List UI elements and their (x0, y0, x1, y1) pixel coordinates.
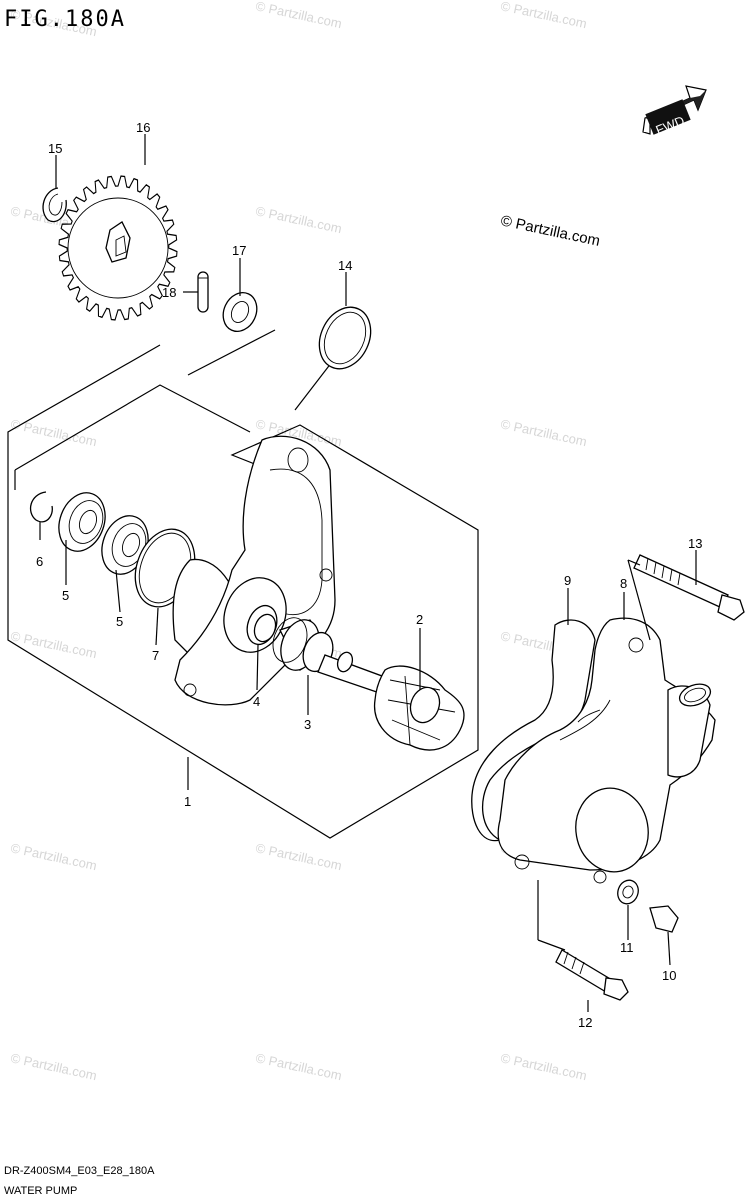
part-14-o-ring (318, 306, 372, 370)
watermark: © Partzilla.com (254, 1050, 343, 1083)
callout-5: 5 (116, 614, 123, 629)
callout-14: 14 (338, 258, 352, 273)
callout-7: 7 (152, 648, 159, 663)
part-17-washer (222, 292, 258, 332)
callout-1: 1 (184, 794, 191, 809)
callout-12: 12 (578, 1015, 592, 1030)
callout-4: 4 (253, 694, 260, 709)
callout-6: 6 (36, 554, 43, 569)
section-name: WATER PUMP (4, 1185, 77, 1197)
leader-lines (39, 134, 697, 1012)
watermark: © Partzilla.com (9, 416, 98, 449)
part-16-pump-driven-gear (58, 175, 178, 321)
callout-8: 8 (620, 576, 627, 591)
part-4-oil-seal (253, 613, 277, 643)
part-15-circlip (42, 187, 67, 223)
callout-10: 10 (662, 968, 676, 983)
copyright-label: © Partzilla.com (499, 212, 601, 250)
part-11-washer (617, 879, 639, 905)
forward-arrow-icon: FWD (642, 85, 707, 138)
part-18-pin (197, 271, 209, 313)
callout-18: 18 (162, 285, 176, 300)
part-5-bearing-inner (101, 515, 149, 575)
part-2-impeller-shaft (317, 651, 465, 751)
watermark: © Partzilla.com (254, 203, 343, 236)
callout-2: 2 (416, 612, 423, 627)
part-6-circlip (29, 491, 53, 523)
callout-labels: 1 2 3 4 5 5 6 7 8 9 10 11 12 13 14 15 16… (36, 120, 702, 1030)
callout-16: 16 (136, 120, 150, 135)
watermark: © Partzilla.com (9, 1050, 98, 1083)
part-5-bearing-outer (58, 492, 106, 552)
watermark: © Partzilla.com (499, 1050, 588, 1083)
watermark: © Partzilla.com (9, 840, 98, 873)
callout-17: 17 (232, 243, 246, 258)
watermark: © Partzilla.com (499, 0, 588, 31)
watermark: © Partzilla.com (254, 840, 343, 873)
callout-15: 15 (48, 141, 62, 156)
callout-11: 11 (620, 940, 634, 955)
callout-9: 9 (564, 573, 571, 588)
part-10-bolt (649, 905, 679, 966)
watermark: © Partzilla.com (254, 0, 343, 31)
callout-3: 3 (304, 717, 311, 732)
model-code: DR-Z400SM4_E03_E28_180A (4, 1165, 155, 1177)
watermark: © Partzilla.com (499, 416, 588, 449)
figure-title: FIG.180A (4, 7, 126, 32)
watermark: © Partzilla.com (9, 628, 98, 661)
callout-13: 13 (688, 536, 702, 551)
callout-5: 5 (62, 588, 69, 603)
part-13-bolt (627, 554, 745, 641)
part-12-bolt (537, 880, 629, 1001)
part-8-pump-cover (497, 617, 716, 884)
